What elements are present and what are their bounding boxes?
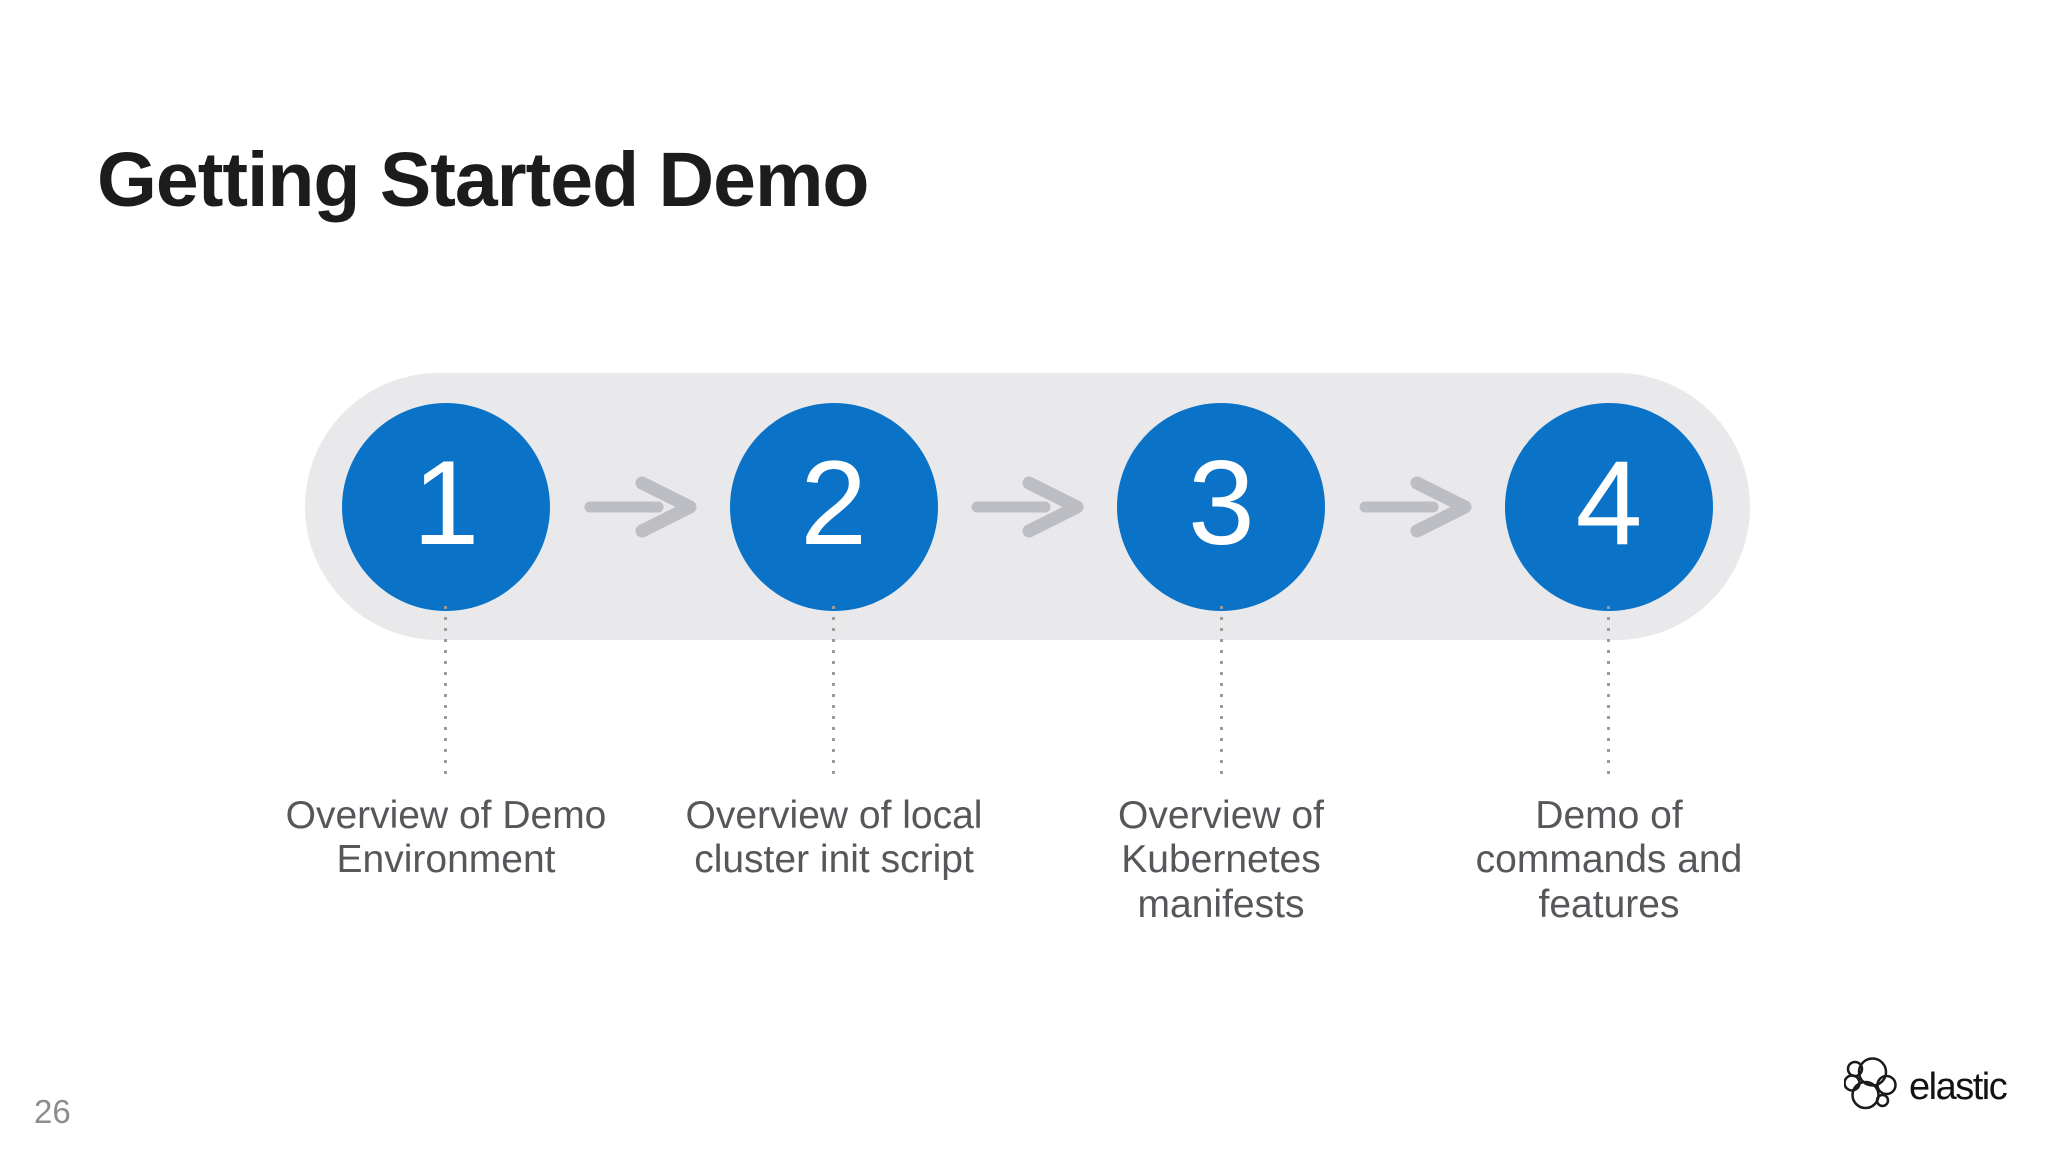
page-number: 26 <box>34 1093 71 1130</box>
step-label-line: Overview of Demo <box>285 794 607 837</box>
step-label-line: commands and <box>1475 838 1743 882</box>
step-connector-dotted-line <box>1607 606 1610 776</box>
brand-logo: elastic <box>1844 1055 2008 1117</box>
step-connector-dotted-line <box>1220 606 1223 776</box>
step-label-line: Demo of <box>1535 794 1683 837</box>
step-circle-3: 3 <box>1117 402 1326 611</box>
step-label-4: Demo of commands and features <box>1399 794 1819 927</box>
right-arrow-icon <box>971 476 1084 537</box>
step-circle-1: 1 <box>342 402 550 611</box>
step-circle-4: 4 <box>1504 402 1713 611</box>
right-arrow-icon <box>584 476 697 537</box>
step-label-line: features <box>1538 882 1680 926</box>
step-label-line: Overview of local <box>685 794 983 837</box>
step-circle-2: 2 <box>729 402 938 611</box>
step-number: 4 <box>1575 435 1643 570</box>
right-arrow-icon <box>1359 476 1472 537</box>
step-label-line: Kubernetes <box>1121 838 1321 882</box>
step-label-1: Overview of Demo Environment <box>236 794 656 883</box>
step-label-line: Environment <box>336 838 556 882</box>
step-label-line: Overview of <box>1118 794 1324 837</box>
step-label-2: Overview of local cluster init script <box>624 794 1044 883</box>
slide-title: Getting Started Demo <box>97 136 869 223</box>
step-connector-dotted-line <box>444 606 447 776</box>
step-label-line: manifests <box>1137 882 1305 926</box>
step-label-line: cluster init script <box>694 838 974 882</box>
elastic-cluster-icon <box>1844 1057 1897 1110</box>
brand-wordmark: elastic <box>1909 1066 2008 1108</box>
step-number: 1 <box>412 435 480 570</box>
step-connector-dotted-line <box>832 606 835 776</box>
step-number: 2 <box>800 435 868 570</box>
process-track: 1 2 3 4 <box>305 373 1750 640</box>
step-label-3: Overview of Kubernetes manifests <box>1011 794 1431 927</box>
step-number: 3 <box>1187 435 1255 570</box>
